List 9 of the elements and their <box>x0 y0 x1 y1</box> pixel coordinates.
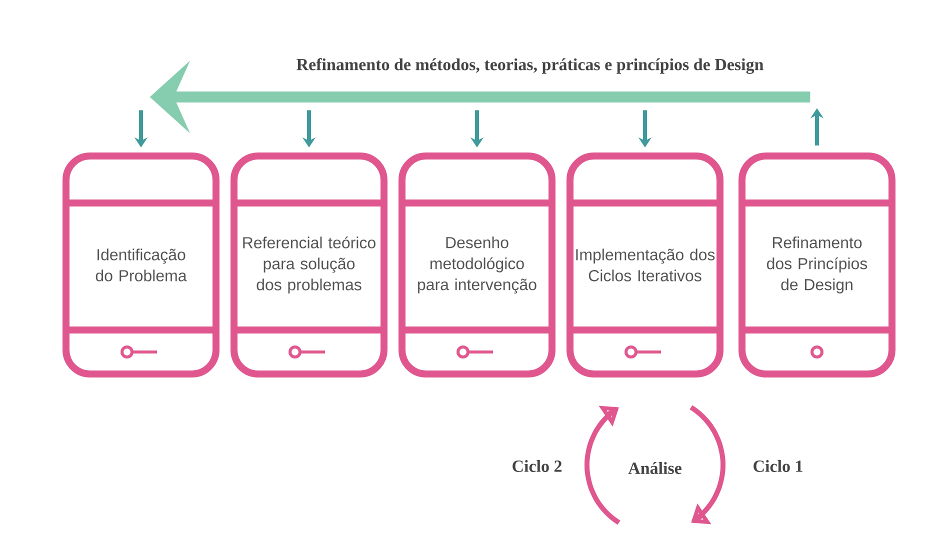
arrow-label: Refinamento de métodos, teorias, práticas e princípios de Design <box>296 58 764 74</box>
cycle-center-label: Análise <box>628 462 682 474</box>
cycle-label: Ciclo 2 <box>512 460 562 472</box>
phone-box: Desenho metodológico para intervenção <box>398 152 556 378</box>
cycle-label: Ciclo 1 <box>754 460 802 472</box>
phone-box: Implementação dos Ciclos Iterativos <box>566 152 724 378</box>
phone-box: Identificação do Problema <box>62 152 220 378</box>
phone-box: Refinamento dos Princípios de Design <box>738 152 896 378</box>
phone-box: Referencial teórico para solução dos problemas <box>230 152 388 378</box>
